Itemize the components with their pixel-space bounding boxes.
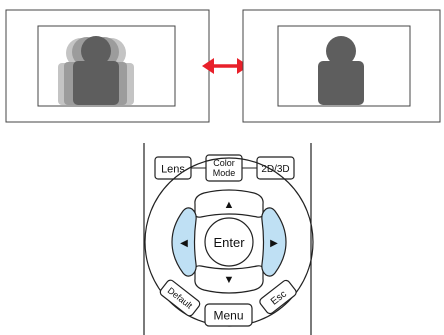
ghost-figure bbox=[58, 36, 134, 105]
menu-button[interactable]: Menu bbox=[204, 303, 253, 327]
lens-label: Lens bbox=[161, 164, 185, 176]
remote-control: Lens Color Mode 2D/3D ▲ ▼ ◀ ▶ bbox=[143, 143, 314, 335]
up-button[interactable]: ▲ bbox=[194, 189, 264, 218]
2d3d-label: 2D/3D bbox=[261, 164, 289, 175]
sharp-figure bbox=[318, 36, 364, 105]
color-mode-label-line2: Mode bbox=[213, 168, 236, 178]
enter-button[interactable]: Enter bbox=[204, 217, 254, 267]
down-button[interactable]: ▼ bbox=[194, 265, 264, 294]
right-button[interactable]: ▶ bbox=[261, 207, 287, 277]
down-arrow-icon: ▼ bbox=[224, 274, 235, 286]
enter-label: Enter bbox=[213, 235, 245, 250]
menu-label: Menu bbox=[213, 309, 243, 323]
right-arrow-icon: ▶ bbox=[270, 238, 278, 249]
esc-button[interactable]: Esc bbox=[258, 279, 297, 315]
left-arrow-icon: ◀ bbox=[180, 238, 188, 249]
lens-button[interactable]: Lens bbox=[154, 156, 192, 180]
up-arrow-icon: ▲ bbox=[224, 199, 235, 211]
2d3d-button[interactable]: 2D/3D bbox=[256, 156, 295, 180]
sharp-screen bbox=[242, 9, 441, 123]
left-button[interactable]: ◀ bbox=[171, 207, 197, 277]
blurred-screen bbox=[5, 9, 210, 123]
color-mode-label-line1: Color bbox=[213, 158, 235, 168]
default-button[interactable]: Default bbox=[159, 279, 202, 318]
